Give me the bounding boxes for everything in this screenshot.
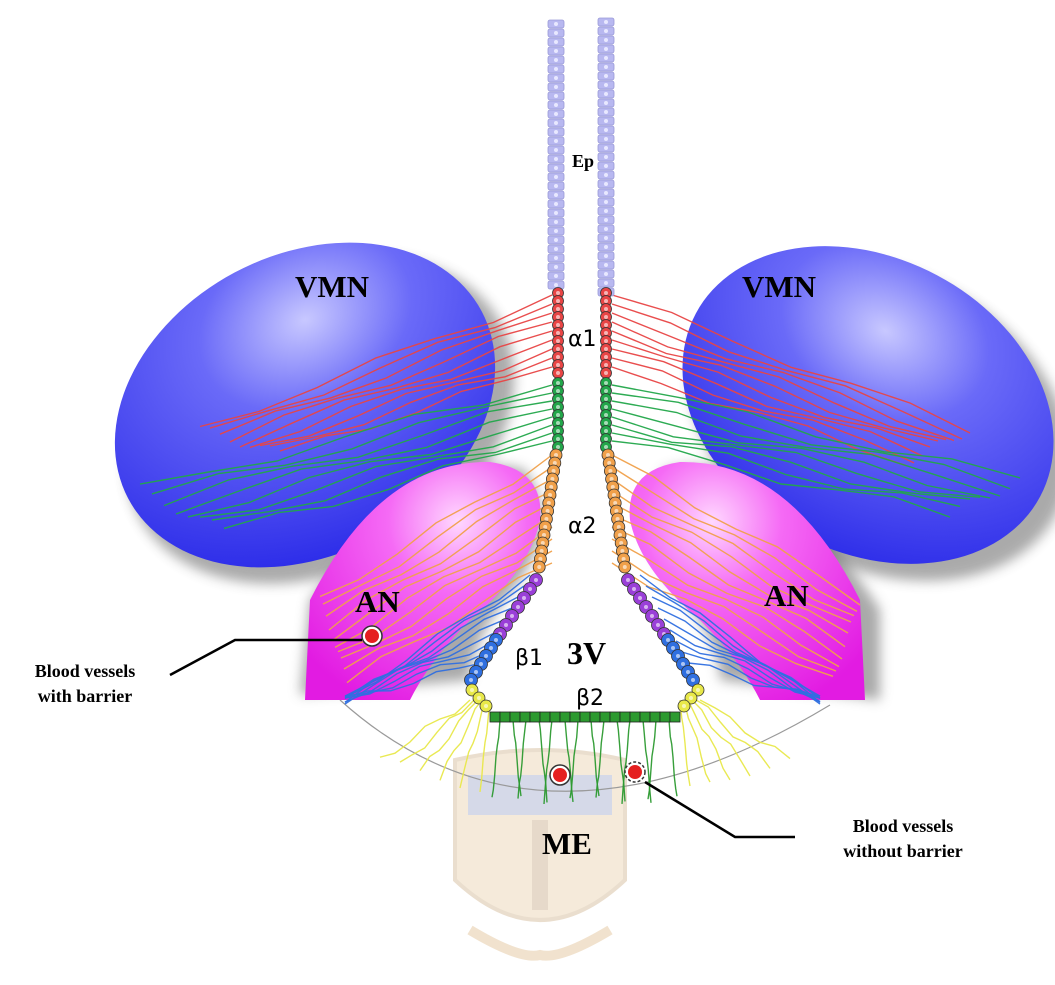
label-vmn-right: VMN	[742, 269, 816, 304]
label-beta2: β2	[576, 686, 604, 711]
label-alpha2: α2	[568, 514, 597, 539]
label-an-right: AN	[764, 578, 809, 613]
label-third-ventricle: 3V	[567, 635, 606, 671]
blood-vessel-without-barrier-2	[625, 762, 645, 782]
blood-vessel-without-barrier-1	[550, 765, 570, 785]
blood-vessel-with-barrier	[362, 626, 382, 646]
callout-without-barrier-line1: Blood vessels	[853, 816, 954, 836]
label-an-left: AN	[355, 584, 400, 619]
label-vmn-left: VMN	[295, 269, 369, 304]
label-median-eminence: ME	[542, 826, 592, 861]
callout-line-without-barrier	[645, 782, 795, 837]
watermark-crest	[455, 750, 625, 956]
label-alpha1: α1	[568, 327, 597, 352]
label-ependyma: Ep	[572, 151, 594, 171]
callout-with-barrier-line2: with barrier	[38, 686, 132, 706]
label-beta1: β1	[515, 646, 543, 671]
callout-without-barrier-line2: without barrier	[843, 841, 962, 861]
callout-with-barrier-line1: Blood vessels	[35, 661, 136, 681]
